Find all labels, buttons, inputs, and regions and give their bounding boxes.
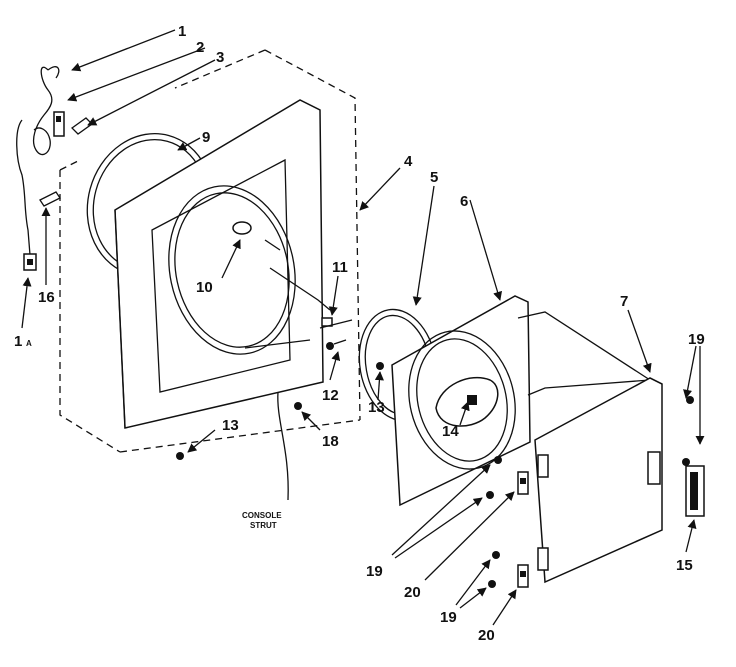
callout-13-mid: 13 [368, 399, 385, 416]
callout-11: 11 [332, 259, 348, 276]
callout-19-top: 19 [688, 331, 705, 348]
front-panel [114, 99, 331, 429]
callout-5: 5 [430, 169, 438, 186]
leader-lines [21, 29, 705, 626]
connector-block [53, 111, 94, 137]
hinges-20 [486, 456, 529, 588]
bracket-16 [39, 191, 61, 207]
cabinet-outline [59, 49, 361, 453]
callout-15: 15 [676, 557, 693, 574]
latch-11 [319, 317, 353, 329]
wire-harness [16, 66, 60, 271]
handle-15 [682, 396, 705, 517]
callout-6: 6 [460, 193, 468, 210]
callout-1: 1 [178, 23, 186, 40]
callout-19-a: 19 [366, 563, 383, 580]
screw-12 [326, 339, 347, 350]
callout-2: 2 [196, 39, 204, 56]
callout-7: 7 [620, 293, 628, 310]
inner-door-6 [376, 295, 531, 507]
callout-12: 12 [322, 387, 339, 404]
screw-13-bottom [176, 452, 184, 460]
door-outer-7 [517, 311, 663, 584]
callout-10: 10 [196, 279, 213, 296]
callout-4: 4 [404, 153, 413, 170]
callout-16: 16 [38, 289, 55, 306]
console-strut [277, 391, 302, 501]
callout-20-a: 20 [404, 584, 421, 601]
callout-1a-sub: A [26, 339, 32, 348]
callout-1a: 1 [14, 333, 22, 350]
callout-labels: 1 2 3 9 4 16 1 A 10 11 5 6 7 19 12 13 14… [14, 23, 705, 644]
console-strut-line2: STRUT [250, 521, 277, 530]
callout-13-bottom: 13 [222, 417, 239, 434]
callout-19-b: 19 [440, 609, 457, 626]
callout-3: 3 [216, 49, 224, 66]
callout-18: 18 [322, 433, 339, 450]
callout-14: 14 [442, 423, 459, 440]
callout-9: 9 [202, 129, 210, 146]
callout-20-b: 20 [478, 627, 495, 644]
console-strut-line1: CONSOLE [242, 511, 282, 520]
